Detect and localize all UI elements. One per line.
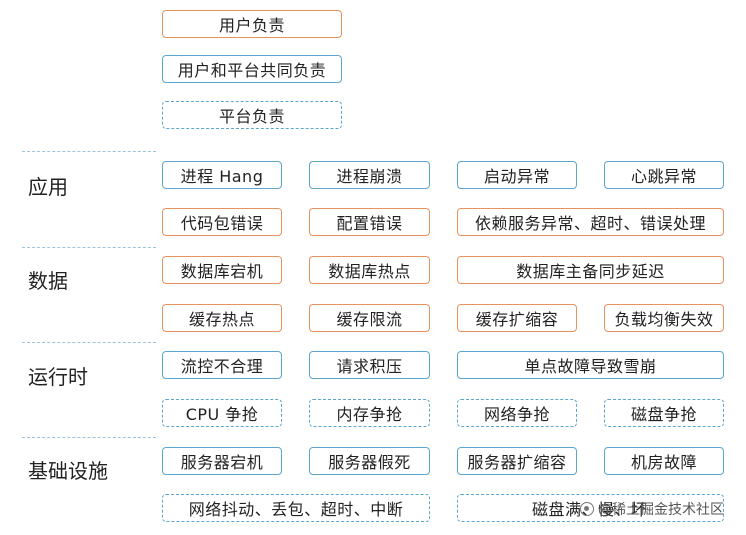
item-db-down: 数据库宕机: [162, 256, 282, 284]
item-label: 内存争抢: [336, 405, 403, 424]
item-label: 机房故障: [630, 453, 697, 472]
item-label: 数据库热点: [328, 262, 411, 281]
legend-user-label: 用户负责: [218, 16, 285, 35]
item-label: 配置错误: [336, 214, 403, 233]
item-spof-avalanche: 单点故障导致雪崩: [457, 351, 724, 379]
item-process-crash: 进程崩溃: [309, 161, 430, 189]
item-label: 负载均衡失效: [614, 310, 714, 329]
item-label: 心跳异常: [630, 167, 697, 186]
item-label: 代码包错误: [180, 214, 264, 233]
item-disk-contention: 磁盘争抢: [604, 399, 724, 427]
item-server-hang: 服务器假死: [309, 447, 430, 475]
juejin-logo-icon: [580, 502, 594, 516]
item-datacenter-failure: 机房故障: [604, 447, 724, 475]
category-infra: 基础设施: [28, 459, 108, 483]
item-server-scaling: 服务器扩缩容: [457, 447, 577, 475]
item-flow-control: 流控不合理: [162, 351, 282, 379]
separator: [22, 342, 156, 343]
item-label: 服务器宕机: [180, 453, 264, 472]
item-label: 网络争抢: [483, 405, 550, 424]
item-network-contention: 网络争抢: [457, 399, 577, 427]
item-cpu-contention: CPU 争抢: [162, 399, 282, 427]
item-request-backlog: 请求积压: [309, 351, 430, 379]
item-dependency-error: 依赖服务异常、超时、错误处理: [457, 208, 724, 236]
item-label: 服务器假死: [328, 453, 411, 472]
item-label: 数据库宕机: [180, 262, 264, 281]
category-app: 应用: [28, 175, 68, 199]
item-label: 缓存热点: [188, 310, 255, 329]
item-label: 进程 Hang: [180, 167, 264, 186]
category-runtime: 运行时: [28, 365, 88, 389]
legend-platform-label: 平台负责: [218, 107, 285, 126]
item-process-hang: 进程 Hang: [162, 161, 282, 189]
item-label: 依赖服务异常、超时、错误处理: [474, 214, 706, 233]
item-startup-error: 启动异常: [457, 161, 577, 189]
item-config-error: 配置错误: [309, 208, 430, 236]
item-label: 数据库主备同步延迟: [516, 262, 665, 281]
item-label: 服务器扩缩容: [467, 453, 567, 472]
item-cache-hotspot: 缓存热点: [162, 304, 282, 332]
item-memory-contention: 内存争抢: [309, 399, 430, 427]
item-label: 启动异常: [483, 167, 550, 186]
item-label: 进程崩溃: [336, 167, 403, 186]
item-server-down: 服务器宕机: [162, 447, 282, 475]
item-code-bug: 代码包错误: [162, 208, 282, 236]
item-label: CPU 争抢: [185, 405, 259, 424]
legend-shared-label: 用户和平台共同负责: [177, 61, 327, 80]
item-label: 缓存限流: [336, 310, 403, 329]
item-label: 磁盘争抢: [630, 405, 697, 424]
legend-platform: 平台负责: [162, 101, 342, 129]
separator: [22, 247, 156, 248]
item-cache-scaling: 缓存扩缩容: [457, 304, 577, 332]
item-db-replication-lag: 数据库主备同步延迟: [457, 256, 724, 284]
category-data: 数据: [28, 269, 68, 293]
legend-shared: 用户和平台共同负责: [162, 55, 342, 83]
item-label: 流控不合理: [180, 357, 264, 376]
item-db-hotspot: 数据库热点: [309, 256, 430, 284]
legend-user: 用户负责: [162, 10, 342, 38]
item-label: 单点故障导致雪崩: [524, 357, 657, 376]
item-heartbeat-error: 心跳异常: [604, 161, 724, 189]
watermark: @稀土掘金技术社区: [580, 499, 724, 519]
item-label: 网络抖动、丢包、超时、中断: [188, 500, 404, 519]
item-label: 缓存扩缩容: [475, 310, 559, 329]
separator: [22, 151, 156, 152]
item-label: 请求积压: [336, 357, 403, 376]
watermark-text: @稀土掘金技术社区: [598, 502, 724, 518]
item-network-issues: 网络抖动、丢包、超时、中断: [162, 494, 430, 522]
item-lb-failure: 负载均衡失效: [604, 304, 724, 332]
separator: [22, 437, 156, 438]
item-cache-throttle: 缓存限流: [309, 304, 430, 332]
